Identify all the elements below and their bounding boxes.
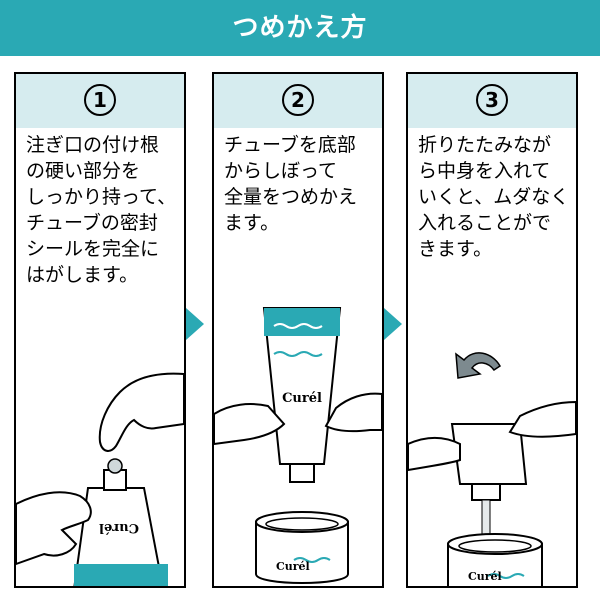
step-1-line: はがします。 <box>26 264 139 286</box>
jar-brand-label: Curél <box>468 570 502 583</box>
header-banner: つめかえ方 <box>0 0 600 56</box>
step-1-illustration: Curél <box>16 372 184 586</box>
folded-tube <box>450 423 528 485</box>
step-number-bar: 3 <box>408 74 576 128</box>
step-arrow-icon <box>186 308 204 340</box>
fold-arrow-icon <box>455 352 501 379</box>
step-3-text: 折りたたみなが ら中身を入れて いくと、ムダなく 入れることがで きます。 <box>418 132 574 262</box>
step-3-illustration: Curél <box>408 352 576 586</box>
step-1-text: 注ぎ口の付け根 の硬い部分を しっかり持って、 チューブの密封 シールを完全に … <box>26 132 182 288</box>
step-panel-2: 2 チューブを底部 からしぼって 全量をつめかえ ます。 Curél Curél <box>212 72 384 588</box>
right-hand-illustration <box>508 400 576 438</box>
tube-brand-label: Curél <box>99 520 139 535</box>
step-1-line: の硬い部分を <box>26 160 141 182</box>
page-title: つめかえ方 <box>232 13 368 43</box>
step-2-line: ます。 <box>224 212 280 234</box>
jar-brand-label: Curél <box>276 560 310 573</box>
tube-brand-label: Curél <box>282 391 322 406</box>
step-2-line: 全量をつめかえ <box>224 186 358 208</box>
step-number-1: 1 <box>84 84 116 116</box>
step-arrow-icon <box>384 308 402 340</box>
step-number-2: 2 <box>282 84 314 116</box>
step-3-line: 入れることがで <box>418 212 552 234</box>
step-2-text: チューブを底部 からしぼって 全量をつめかえ ます。 <box>224 132 380 236</box>
lower-hand-illustration <box>16 491 92 566</box>
step-3-line: いくと、ムダなく <box>418 186 570 208</box>
step-3-line: きます。 <box>418 238 493 260</box>
step-1-line: チューブの密封 <box>26 212 158 234</box>
left-hand-illustration <box>408 437 461 472</box>
right-hand-illustration <box>324 392 382 433</box>
step-number-3: 3 <box>476 84 508 116</box>
upper-hand-illustration <box>98 372 184 452</box>
step-number-bar: 2 <box>214 74 382 128</box>
step-panel-1: 1 注ぎ口の付け根 の硬い部分を しっかり持って、 チューブの密封 シールを完全… <box>14 72 186 588</box>
step-3-line: 折りたたみなが <box>418 134 552 156</box>
step-1-line: シールを完全に <box>26 238 160 260</box>
step-2-line: チューブを底部 <box>224 134 356 156</box>
step-3-line: ら中身を入れて <box>418 160 551 182</box>
left-hand-illustration <box>214 403 286 446</box>
step-1-line: 注ぎ口の付け根 <box>26 134 160 156</box>
step-2-line: からしぼって <box>224 160 338 182</box>
step-panel-3: 3 折りたたみなが ら中身を入れて いくと、ムダなく 入れることがで きます。 … <box>406 72 578 588</box>
step-number-bar: 1 <box>16 74 184 128</box>
step-2-illustration: Curél Curél <box>214 307 382 584</box>
step-1-line: しっかり持って、 <box>26 186 177 208</box>
